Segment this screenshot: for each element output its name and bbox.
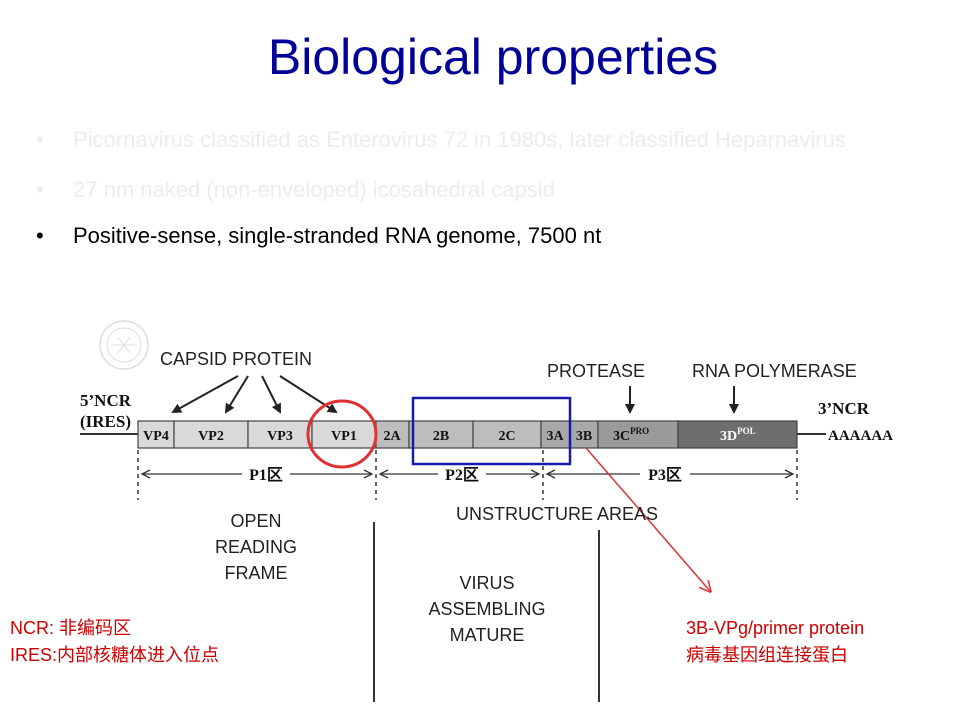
- vpg-note-cn: 病毒基因组连接蛋白: [686, 645, 848, 665]
- segment-labels: VP4 VP2 VP3 VP1 2A 2B 2C 3A 3B: [143, 429, 592, 444]
- segment-vp4: [137, 420, 175, 449]
- segment-superscript: PRO: [630, 426, 649, 436]
- capsid-arrows: [171, 375, 338, 414]
- segment-label-3c: 3CPRO: [613, 426, 649, 444]
- enzyme-arrows: [625, 386, 739, 414]
- region-label-p2: P2区: [445, 466, 479, 484]
- ncr5-label: 5’NCR: [80, 391, 132, 410]
- virus-line: MATURE: [450, 625, 525, 645]
- virus-line: ASSEMBLING: [428, 599, 545, 619]
- segment-label: 3D: [720, 429, 737, 444]
- bullet-list: • Picornavirus classified as Enterovirus…: [36, 126, 936, 250]
- segment-label: VP1: [331, 429, 357, 444]
- segment-label: VP4: [143, 429, 169, 444]
- bullet-marker: •: [36, 177, 44, 202]
- bullet-item: • 27 nm naked (non-enveloped) icosahedra…: [36, 176, 936, 204]
- bullet-marker: •: [36, 127, 44, 152]
- segment-label: 2A: [383, 429, 401, 444]
- polya-tail: AAAAAA: [828, 428, 893, 444]
- genome-bar: [137, 420, 798, 449]
- orf-line: OPEN: [230, 511, 281, 531]
- segment-label: 3C: [613, 429, 630, 444]
- region-labels: P1区 P2区 P3区: [249, 466, 682, 484]
- unstructure-areas-label: UNSTRUCTURE AREAS: [456, 504, 658, 524]
- segment-label-3d: 3DPOL: [720, 426, 756, 444]
- virus-label: VIRUS ASSEMBLING MATURE: [428, 573, 545, 645]
- bullet-text: 27 nm naked (non-enveloped) icosahedral …: [73, 177, 555, 202]
- segment-label: 2B: [433, 429, 449, 444]
- vpg-pointer-arrow: [585, 447, 710, 591]
- orf-line: READING: [215, 537, 297, 557]
- segment-3a: [540, 420, 571, 449]
- segment-label: VP3: [267, 429, 293, 444]
- segment-label: 2C: [498, 429, 515, 444]
- protease-label: PROTEASE: [547, 361, 645, 381]
- bullet-text: Picornavirus classified as Enterovirus 7…: [73, 127, 846, 152]
- region-spans: [140, 469, 795, 479]
- region-label-p1: P1区: [249, 466, 283, 484]
- segment-superscript: POL: [737, 426, 756, 436]
- slide-title: Biological properties: [267, 29, 719, 85]
- region-label-p3: P3区: [648, 466, 682, 484]
- rna-polymerase-label: RNA POLYMERASE: [692, 361, 857, 381]
- bullet-marker: •: [36, 223, 44, 248]
- orf-label: OPEN READING FRAME: [215, 511, 297, 583]
- vp1-highlight-circle: [306, 399, 378, 469]
- bullet-text: Positive-sense, single-stranded RNA geno…: [73, 223, 602, 248]
- segment-vp2: [173, 420, 249, 449]
- bullet-item: • Picornavirus classified as Enterovirus…: [36, 126, 936, 154]
- ires-label: (IRES): [80, 412, 131, 431]
- segment-label: VP2: [198, 429, 224, 444]
- ires-note: IRES:内部核糖体进入位点: [10, 645, 219, 665]
- nonstructural-highlight-box: [411, 396, 572, 466]
- capsid-protein-label: CAPSID PROTEIN: [160, 349, 312, 369]
- segment-vp3: [247, 420, 313, 449]
- ncr-note: NCR: 非编码区: [10, 618, 131, 638]
- ncr3-label: 3’NCR: [818, 399, 870, 418]
- bullet-item: • Positive-sense, single-stranded RNA ge…: [36, 222, 936, 250]
- segment-vp1: [311, 420, 377, 449]
- segment-3d: [677, 420, 798, 449]
- segment-label: 3A: [546, 429, 564, 444]
- orf-line: FRAME: [225, 563, 288, 583]
- segment-label: 3B: [576, 429, 592, 444]
- region-dividers: [137, 450, 798, 500]
- virus-line: VIRUS: [459, 573, 514, 593]
- watermark-seal: [99, 320, 149, 370]
- segment-3b: [569, 420, 599, 449]
- segment-2c: [472, 420, 542, 449]
- vpg-note: 3B-VPg/primer protein: [686, 618, 864, 638]
